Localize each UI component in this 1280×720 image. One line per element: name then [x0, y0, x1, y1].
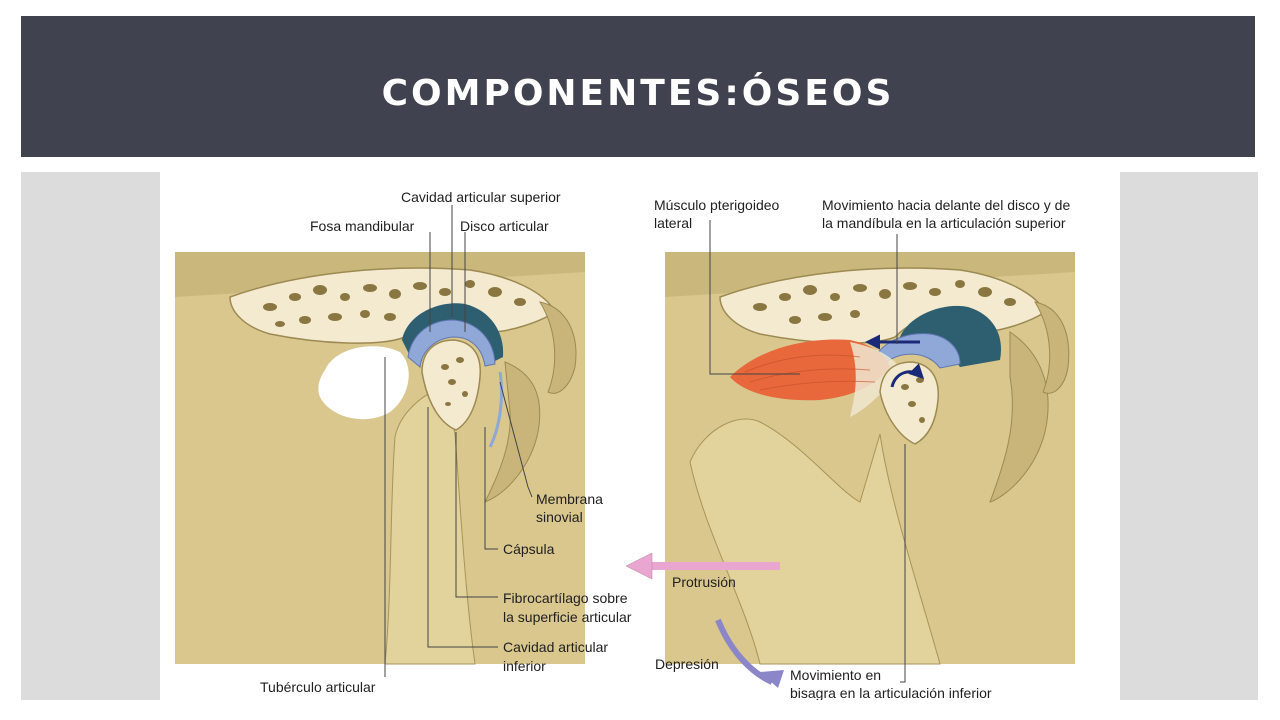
tmj-diagram: Cavidad articular superior Fosa mandibul…: [175, 189, 1075, 700]
left-gray-panel: [21, 172, 160, 700]
label-movimiento-sup-2: la mandíbula en la articulación superior: [822, 215, 1066, 231]
left-condyle-pores: [441, 357, 468, 406]
label-fosa-mandibular: Fosa mandibular: [310, 218, 415, 234]
right-muscle-fibers: [744, 354, 876, 391]
left-mandibular-condyle: [421, 339, 481, 431]
depression-arrow: [715, 618, 784, 688]
label-tuberculo: Tubérculo articular: [260, 679, 376, 695]
label-cavidad-inferior-2: inferior: [503, 658, 546, 674]
label-fibro-2: la superficie articular: [503, 609, 632, 625]
left-joint-illustration: [175, 252, 585, 665]
label-cavidad-inferior-1: Cavidad articular: [503, 639, 608, 655]
right-ear-canal-bone: [1033, 301, 1070, 394]
left-ear-canal-bone: [538, 301, 577, 394]
left-leader-lines: [384, 205, 533, 677]
right-styloid: [989, 331, 1049, 503]
protrusion-arrow: [625, 552, 780, 580]
left-styloid: [483, 361, 541, 503]
right-joint-illustration: [665, 252, 1075, 665]
left-temporal-bone: [229, 267, 556, 344]
label-movimiento-inf-1: Movimiento en: [790, 667, 881, 683]
right-leader-lines: [709, 220, 906, 683]
right-lateral-pterygoid-muscle: [730, 339, 890, 401]
right-superior-cavity: [900, 305, 1002, 367]
title-band: COMPONENTES:ÓSEOS: [21, 16, 1255, 157]
label-protrusion: Protrusión: [672, 574, 736, 590]
label-membrana-2: sinovial: [536, 509, 583, 525]
label-movimiento-inf-2: bisagra en la articulación inferior: [790, 685, 992, 700]
slide-title: COMPONENTES:ÓSEOS: [381, 73, 895, 114]
right-mandible-ramus: [689, 418, 941, 665]
left-superior-cavity: [402, 303, 504, 362]
label-disco-articular: Disco articular: [460, 218, 549, 234]
right-cancellous-pores: [753, 280, 1016, 324]
hinge-rotation-arrow: [890, 363, 925, 388]
left-capsule-line: [488, 371, 504, 448]
left-opening: [318, 346, 409, 420]
label-musculo-2: lateral: [654, 215, 692, 231]
label-membrana-1: Membrana: [536, 491, 603, 507]
right-gray-panel: [1120, 172, 1258, 700]
tmj-figure: Cavidad articular superior Fosa mandibul…: [160, 172, 1120, 700]
left-cancellous-pores: [263, 280, 526, 327]
label-cavidad-superior: Cavidad articular superior: [401, 189, 561, 205]
label-capsula: Cápsula: [503, 541, 555, 557]
label-musculo-1: Músculo pterigoideo: [654, 197, 780, 213]
right-muscle-tendon: [850, 342, 900, 417]
label-movimiento-sup-1: Movimiento hacia delante del disco y de: [822, 197, 1070, 213]
label-depresion: Depresión: [655, 656, 719, 672]
label-fibro-1: Fibrocartílago sobre: [503, 590, 628, 606]
